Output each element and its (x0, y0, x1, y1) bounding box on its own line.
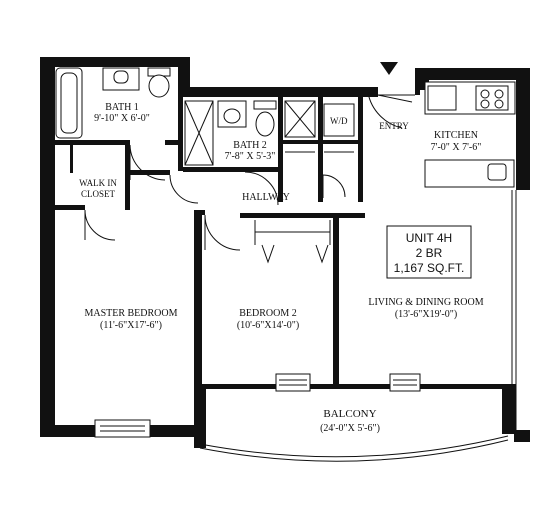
wall-master-top (130, 170, 170, 175)
entry-door-leaf (367, 92, 413, 103)
master-bedroom-dims: (11'-6"X17'-6") (100, 320, 162, 331)
wall-closet-3 (358, 97, 363, 202)
master-bedroom-name: MASTER BEDROOM (84, 308, 177, 319)
unit-bedrooms: 2 BR (416, 246, 443, 260)
shower-diag-b (184, 100, 214, 166)
entry-door-swing (367, 92, 403, 129)
wall-bed2-living (333, 213, 339, 386)
windows (94, 373, 421, 438)
bath2-dims: 7'-8" X 5'-3" (225, 151, 276, 162)
bath1-dims: 9'-10" X 6'-0" (94, 113, 150, 124)
bath2-fixtures (184, 100, 277, 166)
exterior-walls (40, 57, 530, 448)
interior-walls (55, 80, 420, 386)
wall-closet-1 (278, 97, 283, 202)
wall-closet-mid (70, 145, 73, 173)
entry-name: ENTRY (379, 121, 409, 131)
bathtub-basin (60, 72, 78, 134)
wall-closet-mid-h (283, 140, 358, 144)
wall-top-bath1 (40, 57, 190, 67)
living-dining-name: LIVING & DINING ROOM (368, 297, 483, 308)
wall-balcony-right (502, 386, 516, 434)
burner-4 (494, 99, 504, 109)
wall-left (40, 57, 55, 437)
wall-right-lower (514, 430, 530, 442)
facade-3 (420, 384, 516, 389)
wall-bath2-left (178, 97, 183, 171)
facade-1 (194, 384, 276, 389)
living-dining-dims: (13'-6"X19'-0") (395, 309, 457, 320)
washer-dryer-label: W/D (330, 116, 348, 126)
washer-dryer (323, 103, 355, 137)
kitchen-name: KITCHEN (434, 130, 478, 141)
wall-right-upper (516, 68, 530, 190)
sink-2 (223, 108, 241, 124)
bath1-fixtures (55, 67, 171, 139)
bed2-door-swing (204, 214, 241, 251)
entry (367, 62, 415, 129)
burner-1 (480, 89, 490, 99)
facade-2 (310, 384, 390, 389)
balcony-edge-inner (199, 435, 509, 458)
bath2-name: BATH 2 (233, 140, 267, 151)
wall-balcony-left (194, 386, 206, 448)
bedroom2-name: BEDROOM 2 (239, 308, 297, 319)
living-slider (389, 373, 421, 392)
toilet-bowl-1 (148, 74, 170, 98)
kitchen-fixtures (424, 81, 516, 188)
burner-3 (480, 99, 490, 109)
wall-bath1-bottom-r (165, 140, 180, 145)
wall-top-kitchen (415, 68, 530, 80)
closet-line2: CLOSET (81, 189, 116, 199)
bath2-door-swing (244, 171, 279, 206)
balcony-name: BALCONY (323, 408, 376, 420)
hallway-name: HALLWAY (242, 192, 290, 203)
bath1-door-swing (129, 144, 166, 181)
wall-closet-right (125, 145, 130, 210)
wall-bottom-master-right (150, 425, 195, 437)
wall-closet-2 (318, 97, 323, 202)
balcony-dims: (24'-0"X 5'-6") (320, 423, 380, 434)
wall-bottom-master-left (40, 425, 95, 437)
unit-name: UNIT 4H (406, 231, 452, 245)
wall-master-bed2 (194, 210, 202, 386)
entry-arrow-icon (380, 62, 398, 75)
toilet-bowl-2 (255, 111, 275, 137)
bed2-slider (275, 373, 311, 392)
fridge (427, 85, 457, 111)
closet-line1: WALK IN (79, 178, 117, 188)
kitchen-sink (487, 163, 507, 181)
closet-door-swing-w (84, 209, 116, 241)
unit-info-box (386, 225, 472, 279)
bedroom2-dims: (10'-6"X14'-0") (237, 320, 299, 331)
kitchen-dims: 7'-0" X 7'-6" (431, 142, 482, 153)
interior-doors (84, 144, 331, 264)
unit-area: 1,167 SQ.FT. (394, 261, 465, 275)
bed2-closet-fold-l (261, 244, 275, 264)
master-door-swing (169, 174, 199, 204)
burner-2 (494, 89, 504, 99)
room-labels: BATH 1 9'-10" X 6'-0" BATH 2 7'-8" X 5'-… (79, 102, 484, 434)
wall-top-bath2 (178, 87, 378, 97)
utility-closets: W/D (284, 100, 355, 198)
wall-bath2-bottom (183, 167, 283, 172)
bed2-closet-fold-r (315, 244, 329, 264)
wall-kitchen-entry (415, 80, 420, 95)
closet-door-swing (322, 174, 346, 198)
master-window (94, 419, 151, 438)
toilet-tank-2 (253, 100, 277, 110)
wall-closet-bottom (55, 205, 85, 210)
range (475, 85, 509, 111)
mech-diag-b (284, 100, 316, 138)
wall-bath1-bottom (55, 140, 130, 145)
sink-1 (113, 70, 129, 84)
bath1-name: BATH 1 (105, 102, 139, 113)
balcony-edge-outer (199, 439, 509, 462)
wall-hall-bottom (240, 213, 365, 218)
